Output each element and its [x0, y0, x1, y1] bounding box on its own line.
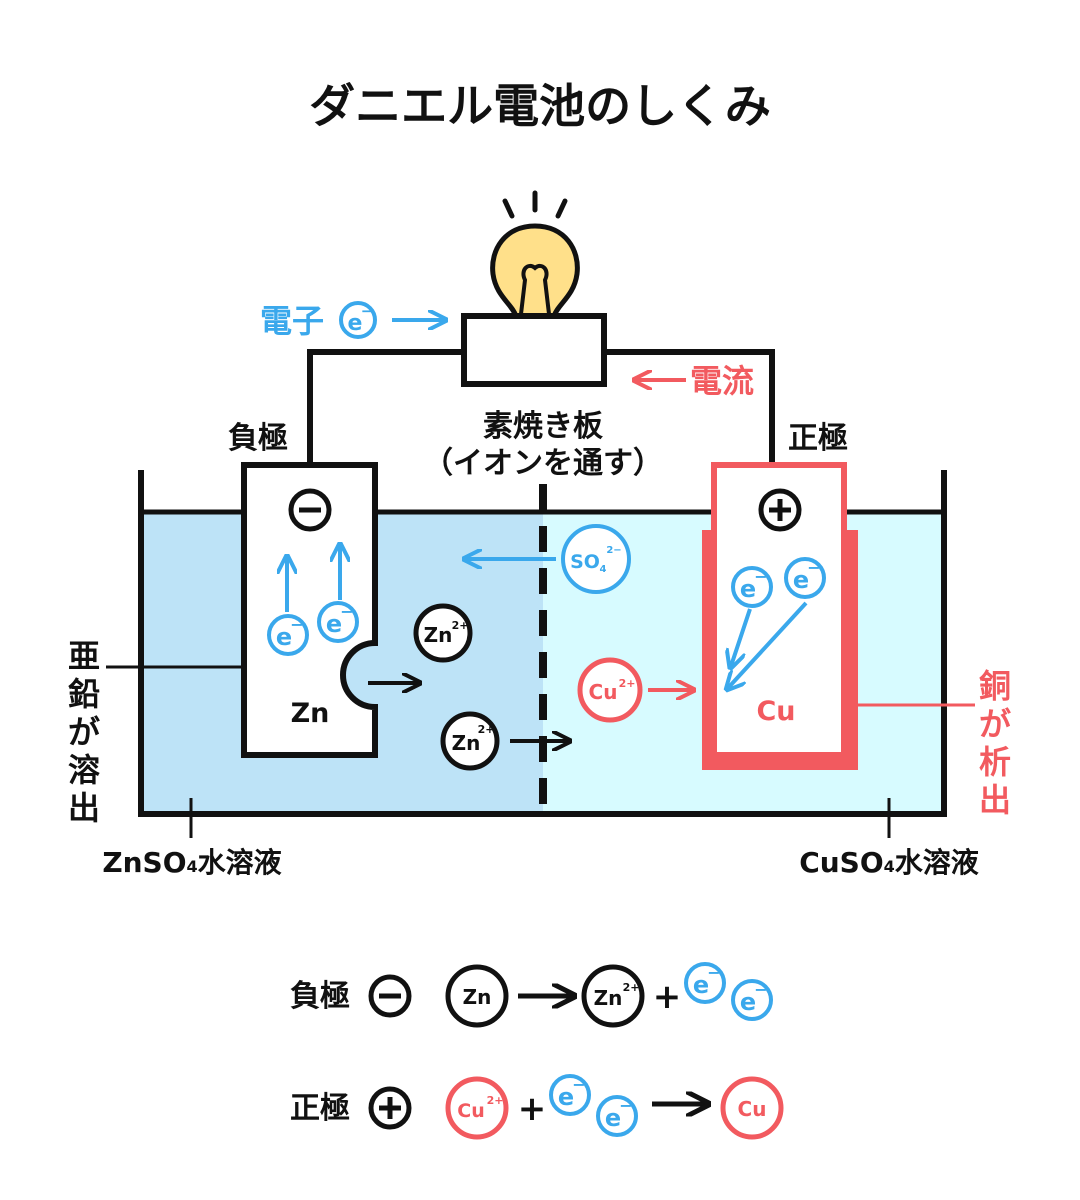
svg-text:−: − [619, 1096, 632, 1115]
copper-deposit-label: 銅 が 析 出 [979, 667, 1011, 819]
svg-text:析: 析 [979, 743, 1011, 781]
svg-text:e: e [605, 1104, 621, 1132]
electron-to-copper-arrow [728, 601, 808, 688]
zinc-atom: Zn [445, 964, 509, 1028]
svg-text:−: − [707, 963, 720, 982]
copper-electrode-label: Cu [756, 696, 795, 727]
svg-text:2−: 2− [606, 545, 621, 556]
svg-text:−: − [340, 602, 353, 621]
equation-negative-label: 負極 [290, 979, 350, 1014]
electron-particle: e − [596, 1095, 638, 1137]
electron-particle: e − [684, 962, 726, 1004]
svg-text:2+: 2+ [452, 619, 469, 632]
separator-note: （イオンを通す） [423, 446, 663, 481]
svg-text:−: − [290, 615, 303, 634]
svg-text:出: 出 [979, 781, 1011, 819]
electron-particle: e − [731, 979, 773, 1021]
svg-text:−: − [361, 302, 374, 320]
electron-particle: e − [784, 557, 826, 599]
electron-particle: e − [549, 1074, 591, 1116]
current-label: 電流 [690, 362, 754, 400]
svg-text:Zn: Zn [594, 986, 623, 1010]
svg-text:e: e [276, 623, 292, 651]
light-bulb-icon [490, 190, 580, 319]
svg-text:2+: 2+ [623, 981, 640, 994]
electron-label-particle: e − [339, 301, 377, 339]
wire-right [604, 349, 775, 462]
plus-icon [758, 488, 802, 532]
zinc-ion: Zn 2+ [413, 603, 473, 663]
minus-icon [368, 974, 412, 1018]
svg-text:が: が [979, 705, 1011, 743]
left-solution-label: ZnSO4水溶液 [102, 846, 281, 879]
svg-text:溶: 溶 [68, 751, 100, 789]
electron-particle: e − [267, 614, 309, 656]
svg-text:2+: 2+ [478, 723, 495, 736]
svg-text:e: e [740, 575, 756, 603]
svg-text:e: e [793, 566, 809, 594]
svg-text:e: e [326, 610, 342, 638]
positive-label: 正極 [788, 421, 848, 456]
svg-text:−: − [754, 567, 767, 586]
svg-text:出: 出 [68, 789, 100, 827]
equation-positive-label: 正極 [290, 1091, 350, 1126]
plus-sign: + [653, 977, 682, 1017]
svg-text:銅: 銅 [979, 667, 1011, 705]
zinc-electrode-label: Zn [291, 698, 330, 729]
negative-label: 負極 [228, 421, 288, 456]
copper-atom: Cu [720, 1076, 784, 1140]
electron-particle: e − [731, 566, 773, 608]
zinc-electrode [241, 462, 378, 758]
zinc-ion: Zn 2+ [581, 964, 645, 1028]
negative-equation: 負極 Zn Zn 2+ + e − e − [290, 962, 773, 1028]
svg-text:−: − [572, 1075, 585, 1094]
svg-text:2+: 2+ [619, 677, 636, 690]
page-title: ダニエル電池のしくみ [309, 79, 771, 133]
svg-text:−: − [807, 558, 820, 577]
svg-text:Cu: Cu [589, 680, 618, 704]
svg-text:e: e [740, 988, 756, 1016]
plus-sign: + [518, 1089, 547, 1129]
svg-text:4: 4 [600, 564, 607, 575]
svg-text:亜: 亜 [68, 637, 100, 675]
right-solution-label: CuSO4水溶液 [799, 846, 979, 879]
svg-text:Cu: Cu [738, 1097, 767, 1121]
svg-text:e: e [558, 1083, 574, 1111]
wire-left [307, 349, 464, 462]
bulb-socket [461, 313, 607, 387]
svg-text:鉛: 鉛 [68, 675, 100, 713]
beaker [138, 470, 947, 817]
svg-text:SO: SO [570, 551, 600, 573]
svg-text:e: e [348, 311, 363, 336]
sulfate-ion: SO 4 2− [561, 524, 631, 594]
zinc-dissolve-label: 亜 鉛 が 溶 出 [68, 637, 100, 827]
svg-text:が: が [68, 713, 100, 751]
svg-text:Zn: Zn [463, 985, 492, 1009]
separator-label: 素焼き板 [483, 409, 603, 444]
electron-label: 電子 [260, 302, 324, 340]
plus-icon [368, 1086, 412, 1130]
svg-text:Zn: Zn [424, 623, 453, 647]
svg-text:2+: 2+ [487, 1094, 504, 1107]
zinc-ion: Zn 2+ [440, 711, 500, 771]
copper-ion: Cu 2+ [445, 1076, 509, 1140]
electron-to-copper-arrow [731, 608, 752, 666]
electron-particle: e − [317, 601, 359, 643]
svg-text:Cu: Cu [457, 1100, 484, 1122]
minus-icon [288, 488, 332, 532]
svg-text:−: − [754, 980, 767, 999]
svg-text:Zn: Zn [452, 731, 481, 755]
positive-equation: 正極 Cu 2+ + e − e − Cu [290, 1074, 784, 1140]
copper-ion: Cu 2+ [577, 657, 643, 723]
svg-text:e: e [693, 971, 709, 999]
